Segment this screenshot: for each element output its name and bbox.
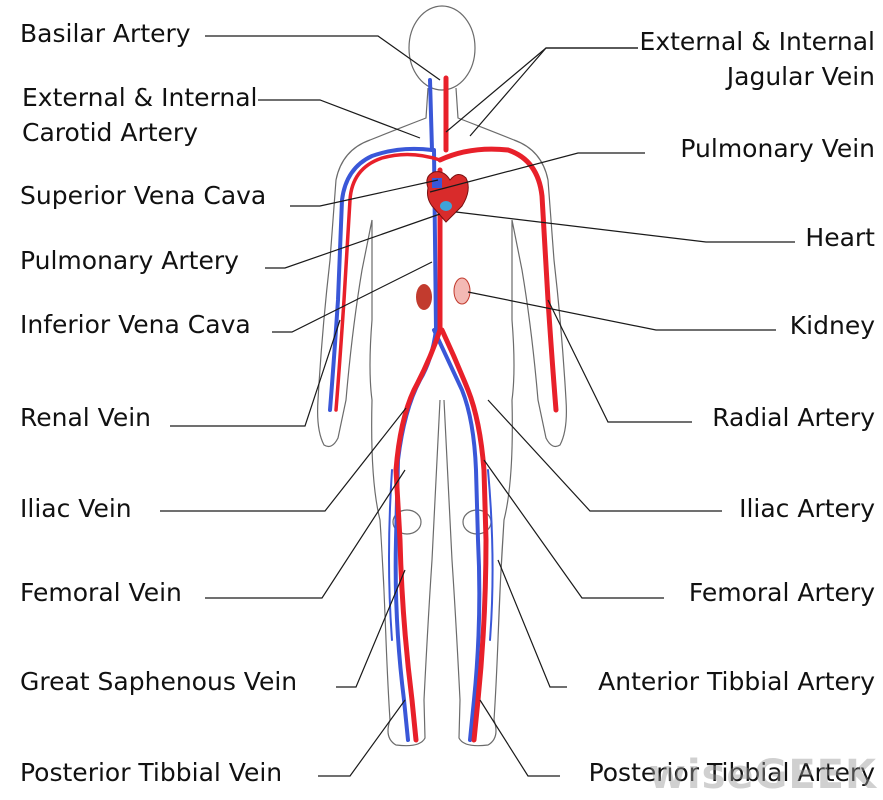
label-superior-vena-cava: Superior Vena Cava: [20, 181, 267, 210]
label-femoral-vein: Femoral Vein: [20, 578, 182, 607]
label-radial-artery: Radial Artery: [712, 403, 875, 432]
label-femoral-artery: Femoral Artery: [688, 578, 875, 607]
label-carotid-artery-line1: External & Internal: [22, 83, 258, 112]
label-carotid-artery-line2: Carotid Artery: [22, 118, 199, 147]
label-iliac-vein: Iliac Vein: [20, 494, 132, 523]
label-renal-vein: Renal Vein: [20, 403, 152, 432]
kidney-organs: [416, 277, 471, 310]
label-anterior-tibbial-artery: Anterior Tibbial Artery: [598, 667, 875, 696]
label-basilar-artery: Basilar Artery: [20, 19, 191, 48]
label-kidney: Kidney: [789, 311, 875, 340]
label-great-saphenous-vein: Great Saphenous Vein: [20, 667, 298, 696]
label-heart: Heart: [805, 223, 875, 252]
label-jagular-vein-line1: External & Internal: [639, 27, 875, 56]
label-inferior-vena-cava: Inferior Vena Cava: [20, 310, 251, 339]
label-pulmonary-artery: Pulmonary Artery: [20, 246, 239, 275]
leader-lines: [160, 35, 795, 777]
label-posterior-tibbial-artery: Posterior Tibbial Artery: [588, 758, 875, 787]
label-iliac-artery: Iliac Artery: [739, 494, 875, 523]
label-posterior-tibbial-vein: Posterior Tibbial Vein: [20, 758, 283, 787]
label-jagular-vein-line2: Jagular Vein: [726, 62, 875, 91]
arteries: [334, 75, 559, 743]
watermark-logo: wiseGEEK: [648, 752, 877, 798]
label-pulmonary-vein: Pulmonary Vein: [680, 134, 875, 163]
